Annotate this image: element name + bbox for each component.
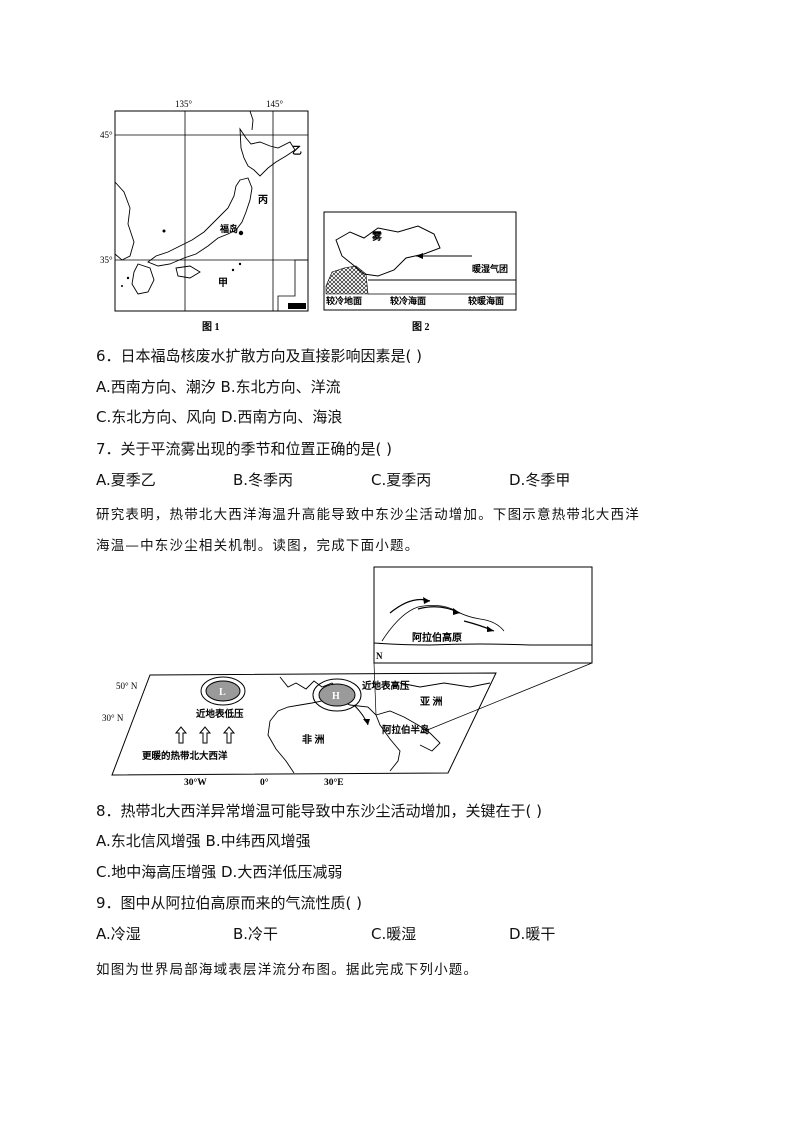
near-low-label: 近地表低压	[196, 708, 244, 720]
lon-30w-label: 30°W	[184, 777, 207, 788]
arabian-plateau-label: 阿拉伯高原	[412, 631, 462, 644]
q6-stem: 6．日本福岛核废水扩散方向及直接影响因素是( )	[96, 347, 423, 365]
q6-options-line-1: A.西南方向、潮汐 B.东北方向、洋流	[96, 378, 341, 396]
lon-145-label: 145°	[266, 99, 284, 109]
figure-1-caption: 图 1	[202, 321, 220, 333]
japan-map: 135° 145° 45° 35° 乙 丙 福岛 甲 图 1	[100, 99, 309, 333]
lon-135-label: 135°	[175, 99, 193, 109]
asia-label: 亚 洲	[420, 696, 443, 708]
near-high-label: 近地表高压	[362, 680, 410, 692]
q7-option-d: D.冬季甲	[509, 471, 571, 489]
lat-45-label: 45°	[100, 130, 113, 140]
label-bing: 丙	[258, 194, 268, 206]
lon-0-label: 0°	[260, 777, 269, 788]
atlantic-dust-mechanism-map: 阿拉伯高原 N L H 50° N 30° N 近地表低压 近地表高压	[102, 566, 593, 788]
fog-label: 雾	[371, 231, 383, 243]
q9-stem: 9．图中从阿拉伯高原而来的气流性质( )	[96, 894, 363, 912]
lat-35-label: 35°	[100, 255, 113, 265]
q6-options-line-2: C.东北方向、风向 D.西南方向、海浪	[96, 408, 343, 426]
q7-option-c: C.夏季丙	[371, 471, 432, 489]
label-fudao: 福岛	[219, 223, 238, 234]
cold-sea-label: 较冷海面	[390, 295, 426, 306]
lat-30-label: 30° N	[102, 713, 124, 723]
intro-1-line-1: 研究表明，热带北大西洋海温升高能导致中东沙尘活动增加。下图示意热带北大西洋	[96, 507, 640, 523]
q9-option-c: C.暖湿	[371, 925, 417, 943]
arabian-peninsula-label: 阿拉伯半岛	[382, 724, 430, 736]
q8-options-line-1: A.东北信风增强 B.中纬西风增强	[96, 832, 311, 850]
lon-30e-label: 30°E	[324, 777, 344, 788]
africa-label: 非 洲	[302, 733, 325, 746]
label-jia: 甲	[218, 277, 228, 289]
figure-1: 135° 145° 45° 35° 乙 丙 福岛 甲 图 1	[100, 96, 315, 336]
figure-2: 雾 暖湿气团 较冷地面 较冷海面 较暖海面 图 2	[322, 210, 522, 336]
intro-1-line-2: 海温—中东沙尘相关机制。读图，完成下面小题。	[96, 538, 420, 554]
warm-mass-label: 暖湿气团	[472, 263, 508, 274]
q7-option-b: B.冬季丙	[233, 471, 294, 489]
north-label: N	[376, 651, 383, 661]
intro-2-line-1: 如图为世界局部海域表层洋流分布图。据此完成下列小题。	[96, 962, 479, 978]
warm-sea-label: 较暖海面	[468, 295, 504, 306]
q8-options-line-2: C.地中海高压增强 D.大西洋低压减弱	[96, 863, 343, 881]
advection-fog-diagram: 雾 暖湿气团 较冷地面 较冷海面 较暖海面 图 2	[323, 211, 517, 333]
q9-option-d: D.暖干	[509, 925, 556, 943]
q8-stem: 8．热带北大西洋异常增温可能导致中东沙尘活动增加，关键在于( )	[96, 802, 543, 820]
label-yi: 乙	[292, 145, 302, 157]
low-symbol: L	[219, 687, 226, 698]
lat-50-label: 50° N	[116, 681, 138, 691]
figure-3: 阿拉伯高原 N L H 50° N 30° N 近地表低压 近地表高压	[100, 565, 600, 790]
cold-land-label: 较冷地面	[326, 295, 362, 306]
q9-option-a: A.冷湿	[96, 925, 141, 943]
q7-stem: 7．关于平流雾出现的季节和位置正确的是( )	[96, 440, 393, 458]
q9-option-b: B.冷干	[233, 925, 279, 943]
high-symbol: H	[332, 691, 340, 702]
warm-atlantic-label: 更暖的热带北大西洋	[142, 750, 228, 762]
q7-option-a: A.夏季乙	[96, 471, 156, 489]
figure-2-caption: 图 2	[412, 321, 430, 333]
